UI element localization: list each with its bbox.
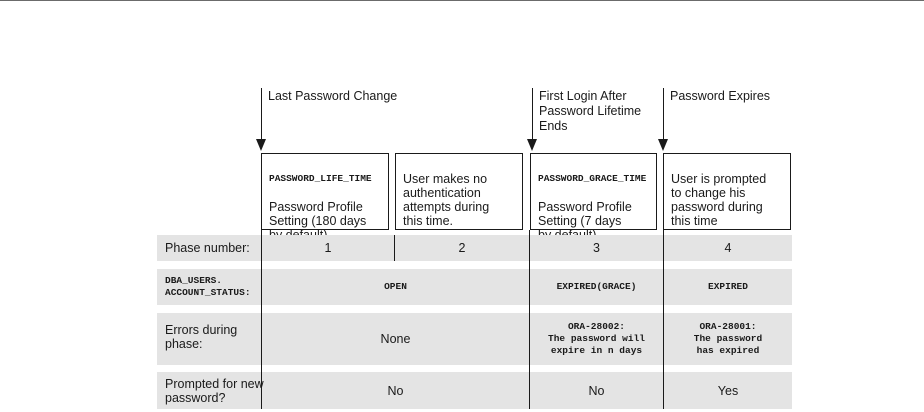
divider-phase-1-2: [394, 235, 395, 261]
prompted-no-phase-3: No: [588, 383, 605, 398]
status-open: OPEN: [384, 281, 407, 292]
box-password-life-time: PASSWORD_LIFE_TIME Password Profile Sett…: [261, 153, 389, 242]
phase-number-4: 4: [724, 241, 732, 255]
phase-number-3: 3: [593, 241, 600, 255]
band-prompted: [157, 372, 792, 409]
phase-number-2: 2: [458, 241, 466, 255]
status-expired: EXPIRED: [708, 281, 748, 292]
errors-ora-28001: ORA-28001: The password has expired: [693, 321, 763, 356]
errors-none: None: [380, 332, 411, 346]
phase-number-1: 1: [324, 241, 332, 255]
divider-phase-2-3: [529, 230, 530, 409]
row-label-errors: Errors during phase:: [165, 323, 238, 351]
row-label-phase-number: Phase number:: [165, 241, 250, 255]
arrow-head-1: [256, 139, 266, 151]
arrow-line-3: [663, 88, 664, 140]
divider-phase-1-left: [261, 230, 262, 409]
band-errors: [157, 313, 792, 365]
arrow-head-3: [658, 139, 668, 151]
box-text: User is prompted to change his password …: [671, 172, 767, 228]
row-label-prompted: Prompted for new password?: [165, 377, 264, 405]
arrow-head-2: [527, 139, 537, 151]
arrow-line-1: [261, 88, 262, 140]
box-no-auth-attempts: User makes no authentication attempts du…: [395, 153, 523, 230]
prompted-yes-phase-4: Yes: [717, 383, 739, 398]
box-password-grace-time: PASSWORD_GRACE_TIME Password Profile Set…: [530, 153, 657, 242]
top-rule: [0, 0, 924, 1]
prompted-no-phase-1-2: No: [387, 383, 404, 398]
row-label-account-status: DBA_USERS. ACCOUNT_STATUS:: [165, 275, 251, 298]
event-last-password-change: Last Password Change: [268, 89, 398, 103]
box-prompted-change: User is prompted to change his password …: [663, 153, 791, 230]
event-first-login-after-lifetime: First Login After Password Lifetime Ends: [539, 89, 642, 133]
box-code: PASSWORD_GRACE_TIME: [538, 173, 647, 184]
errors-ora-28002: ORA-28002: The password will expire in n…: [548, 321, 645, 356]
box-text: User makes no authentication attempts du…: [403, 172, 490, 228]
divider-phase-3-4: [663, 230, 664, 409]
status-expired-grace: EXPIRED(GRACE): [556, 281, 637, 292]
box-code: PASSWORD_LIFE_TIME: [269, 173, 372, 184]
band-phase-number: [157, 235, 792, 261]
event-password-expires: Password Expires: [670, 89, 771, 103]
arrow-line-2: [532, 88, 533, 140]
band-account-status: [157, 269, 792, 305]
